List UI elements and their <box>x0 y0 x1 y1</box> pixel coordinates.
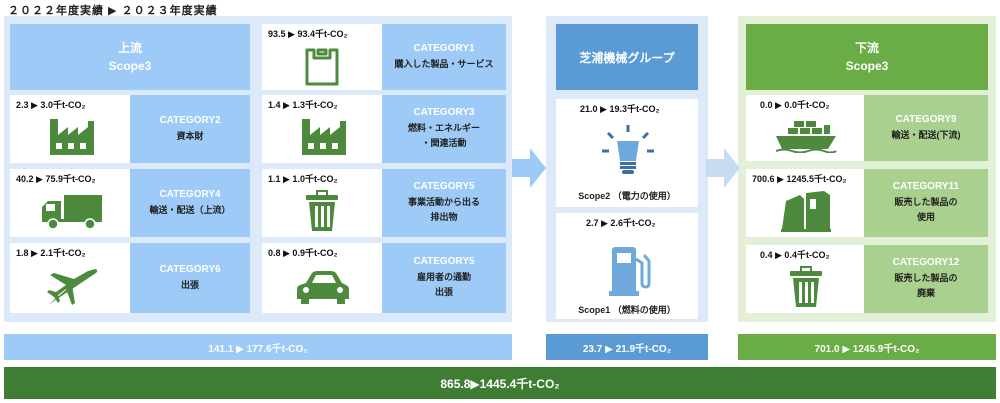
category12-label: CATEGORY12 販売した製品の廃棄 <box>864 245 988 313</box>
category6-desc: 出張 <box>180 279 199 290</box>
category12-desc: 販売した製品の廃棄 <box>894 273 958 298</box>
category9-desc: 輸送・配送(下流) <box>891 129 961 140</box>
category6-value: 1.8 ▶ 2.1千t-CO₂ <box>16 248 86 258</box>
category6-label: CATEGORY6 出張 <box>130 243 250 313</box>
scope1-label: Scope1 （燃料の使用） <box>578 305 676 315</box>
category5-value: 1.1 ▶ 1.0千t-CO₂ <box>268 174 338 184</box>
category6-name: CATEGORY6 <box>159 263 221 275</box>
category9-card: 0.0 ▶ 0.0千t-CO₂ <box>746 95 864 161</box>
category2-value: 2.3 ▶ 3.0千t-CO₂ <box>16 100 86 110</box>
category1-value: 93.5 ▶ 93.4千t-CO₂ <box>268 29 348 39</box>
category4-label: CATEGORY4 輸送・配送（上流） <box>130 169 250 237</box>
category11-value: 700.6 ▶ 1245.5千t-CO₂ <box>752 174 847 184</box>
downstream-header: 下流 Scope3 <box>746 24 988 90</box>
category1-desc: 購入した製品・サービス <box>394 58 494 69</box>
category2-card: 2.3 ▶ 3.0千t-CO₂ <box>10 95 130 163</box>
trash-can-icon <box>306 190 338 231</box>
downstream-total: 701.0 ▶ 1245.9千t-CO₂ <box>738 334 996 360</box>
category5-commute-desc: 雇用者の通勤出張 <box>416 272 471 297</box>
category9-name: CATEGORY9 <box>895 113 957 125</box>
category1-name: CATEGORY1 <box>413 42 475 54</box>
category2-desc: 資本財 <box>176 130 204 141</box>
category5-name: CATEGORY5 <box>413 181 475 192</box>
category3-name: CATEGORY3 <box>413 107 475 118</box>
category6-card: 1.8 ▶ 2.1千t-CO₂ <box>10 243 130 313</box>
company-header: 芝浦機械グループ <box>556 24 698 90</box>
category12-value: 0.4 ▶ 0.4千t-CO₂ <box>760 250 830 260</box>
category11-desc: 販売した製品の使用 <box>894 197 958 222</box>
category5-commute-value: 0.8 ▶ 0.9千t-CO₂ <box>268 248 338 258</box>
upstream-total: 141.1 ▶ 177.6千t-CO₂ <box>4 334 512 360</box>
upstream-header-scope: Scope3 <box>108 59 152 73</box>
category1-card: 93.5 ▶ 93.4千t-CO₂ <box>262 24 382 90</box>
arrow-right-icon <box>512 148 546 188</box>
truck-icon <box>42 195 102 230</box>
category3-desc: 燃料・エネルギー・関連活動 <box>407 123 480 148</box>
category5-card: 1.1 ▶ 1.0千t-CO₂ <box>262 169 382 237</box>
category5-desc: 事業活動から出る排出物 <box>407 197 480 222</box>
trash-can-icon <box>790 266 822 307</box>
shopping-bag-icon <box>305 48 339 86</box>
cargo-ship-icon <box>775 121 837 153</box>
scope2-value: 21.0 ▶ 19.3千t-CO₂ <box>580 104 660 114</box>
category11-name: CATEGORY11 <box>892 181 960 192</box>
category4-value: 40.2 ▶ 75.9千t-CO₂ <box>16 174 96 184</box>
category5-label: CATEGORY5 事業活動から出る排出物 <box>382 169 506 237</box>
scope2-card: 21.0 ▶ 19.3千t-CO₂ Scope2 （電力の使用） <box>556 99 698 207</box>
upstream-header: 上流 Scope3 <box>10 24 250 90</box>
category5-commute-label: CATEGORY5 雇用者の通勤出張 <box>382 243 506 313</box>
category3-value: 1.4 ▶ 1.3千t-CO₂ <box>268 100 338 110</box>
upstream-header-label: 上流 <box>117 41 142 55</box>
category3-card: 1.4 ▶ 1.3千t-CO₂ <box>262 95 382 163</box>
fuel-pump-icon <box>609 247 651 296</box>
category5-commute-card: 0.8 ▶ 0.9千t-CO₂ <box>262 243 382 313</box>
category2-label: CATEGORY2 資本財 <box>130 95 250 163</box>
category4-name: CATEGORY4 <box>159 188 221 200</box>
machine-icon <box>781 191 831 232</box>
factory-icon <box>302 119 346 155</box>
downstream-header-scope: Scope3 <box>845 59 889 73</box>
grand-total: 865.8▶1445.4千t-CO₂ <box>4 367 996 399</box>
category12-name: CATEGORY12 <box>892 257 960 268</box>
scope1-card: 2.7 ▶ 2.6千t-CO₂ Scope1 （燃料の使用） <box>556 213 698 319</box>
scope2-label: Scope2 （電力の使用） <box>578 191 676 201</box>
downstream-header-label: 下流 <box>854 41 879 55</box>
factory-icon <box>50 119 94 155</box>
arrow-right-icon <box>706 148 740 188</box>
category4-card: 40.2 ▶ 75.9千t-CO₂ <box>10 169 130 237</box>
category3-label: CATEGORY3 燃料・エネルギー・関連活動 <box>382 95 506 163</box>
car-icon <box>297 271 349 304</box>
category12-card: 0.4 ▶ 0.4千t-CO₂ <box>746 245 864 313</box>
category9-label: CATEGORY9 輸送・配送(下流) <box>864 95 988 161</box>
light-bulb-icon <box>602 125 654 174</box>
category9-value: 0.0 ▶ 0.0千t-CO₂ <box>760 100 830 110</box>
category11-card: 700.6 ▶ 1245.5千t-CO₂ <box>746 169 864 237</box>
airplane-icon <box>47 269 98 305</box>
company-total: 23.7 ▶ 21.9千t-CO₂ <box>546 334 708 360</box>
page-title: ２０２２年度実績 ▶ ２０２３年度実績 <box>8 5 218 17</box>
category5-commute-name: CATEGORY5 <box>413 256 475 267</box>
category11-label: CATEGORY11 販売した製品の使用 <box>864 169 988 237</box>
category1-label: CATEGORY1 購入した製品・サービス <box>382 24 506 90</box>
category4-desc: 輸送・配送（上流） <box>149 204 231 215</box>
category2-name: CATEGORY2 <box>159 114 221 126</box>
scope1-value: 2.7 ▶ 2.6千t-CO₂ <box>586 218 656 228</box>
